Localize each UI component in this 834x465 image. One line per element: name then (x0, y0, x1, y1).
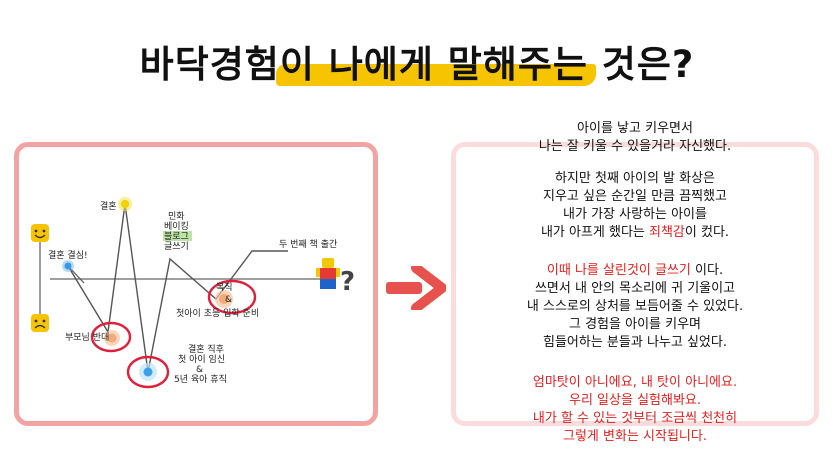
writing-highlight: 이때 나를 살린것이 글쓰기 (546, 263, 691, 278)
point-pregnancy (143, 367, 153, 377)
guilt-highlight: 죄책감 (649, 225, 685, 240)
text-line: 지우고 싶은 순간일 만큼 끔찍했고 (543, 189, 727, 204)
title-highlight (276, 64, 596, 86)
text-line: 우리 일상을 실험해봐요. (569, 393, 701, 408)
sad-face-icon (31, 314, 49, 332)
page-title: 바닥경험이 나에게 말해주는 것은? (139, 43, 695, 86)
paragraph-1: 아이를 낳고 키우면서 나는 잘 키울 수 있을거라 자신했다. (445, 120, 825, 156)
label-after-marriage: 결혼 직후 (188, 343, 224, 355)
label-hobby2: 베이킹 (164, 220, 189, 232)
point-return (219, 294, 229, 304)
question-mark-icon: ? (340, 267, 355, 297)
happy-face-icon (31, 224, 49, 242)
text-line: 힘들어하는 분들과 나누고 싶었다. (543, 335, 727, 350)
life-curve (67, 203, 288, 373)
hobby-highlight (163, 231, 192, 241)
text-line: 하지만 첫째 아이의 발 화상은 (554, 171, 716, 186)
text-fragment: 이 컸다. (684, 225, 730, 240)
person-figure-icon (316, 258, 340, 289)
highlight-circle-parents (90, 321, 132, 353)
text-line: 엄마탓이 아니에요, 내 탓이 아니에요. (532, 375, 738, 390)
text-line: 내가 가장 사랑하는 아이를 (563, 207, 707, 222)
label-hobby3: 블로그 (164, 231, 189, 242)
text-line-guilt: 내가 아프게 했다는 죄책감이 컸다. (445, 224, 825, 242)
timeline-panel (14, 142, 378, 426)
label-first-child-school: 첫아이 초등 입학 준비 (176, 307, 259, 319)
text-fragment: 내가 아프게 했다는 (540, 225, 650, 240)
story-panel (451, 142, 819, 426)
label-after-and: & (196, 365, 203, 375)
arrow-right-icon (386, 266, 446, 310)
text-line: 내가 할 수 있는 것부터 조금씩 천천히 (532, 411, 738, 426)
label-return: 복직 (216, 282, 233, 293)
label-book2: 두 번째 책 출간 (279, 238, 337, 250)
point-engagement (64, 262, 72, 270)
label-marriage: 결혼 (100, 200, 117, 212)
paragraph-3: 이때 나를 살린것이 글쓰기 이다. 쓰면서 내 안의 목소리에 귀 기울이고 … (445, 262, 825, 352)
point-parents (107, 333, 117, 343)
label-parents-oppose: 부모님 반대 (65, 332, 109, 343)
text-line: 아이를 낳고 키우면서 (577, 121, 693, 136)
text-fragment: 이다. (690, 263, 724, 278)
text-line-writing: 이때 나를 살린것이 글쓰기 이다. (445, 262, 825, 280)
life-timeline-diagram: 결혼 결혼 결심! 부모님 반대 민화 베이킹 블로그 글쓰기 두 번째 책 출… (31, 197, 355, 389)
paragraph-4: 엄마탓이 아니에요, 내 탓이 아니에요. 우리 일상을 실험해봐요. 내가 할… (445, 374, 825, 446)
text-line: 그렇게 변화는 시작됩니다. (563, 429, 707, 444)
label-maternity-leave: 5년 육아 휴직 (174, 374, 227, 385)
label-hobby4: 글쓰기 (164, 241, 189, 252)
text-line: 쓰면서 내 안의 목소리에 귀 기울이고 (534, 281, 736, 296)
text-line: 그 경험을 아이를 키우며 (569, 317, 701, 332)
text-line: 내 스스로의 상처를 보듬어줄 수 있었다. (526, 299, 744, 314)
point-marriage (121, 200, 129, 208)
text-line: 나는 잘 키울 수 있을거라 자신했다. (538, 139, 732, 154)
label-engagement: 결혼 결심! (48, 249, 88, 261)
highlight-circle-return (207, 279, 257, 315)
label-return-and: & (225, 295, 232, 305)
highlight-circle-pregnancy (126, 355, 170, 389)
label-hobby1: 민화 (168, 211, 185, 222)
paragraph-2: 하지만 첫째 아이의 발 화상은 지우고 싶은 순간일 만큼 끔찍했고 내가 가… (445, 170, 825, 242)
label-first-pregnancy: 첫 아이 임신 (178, 353, 225, 365)
